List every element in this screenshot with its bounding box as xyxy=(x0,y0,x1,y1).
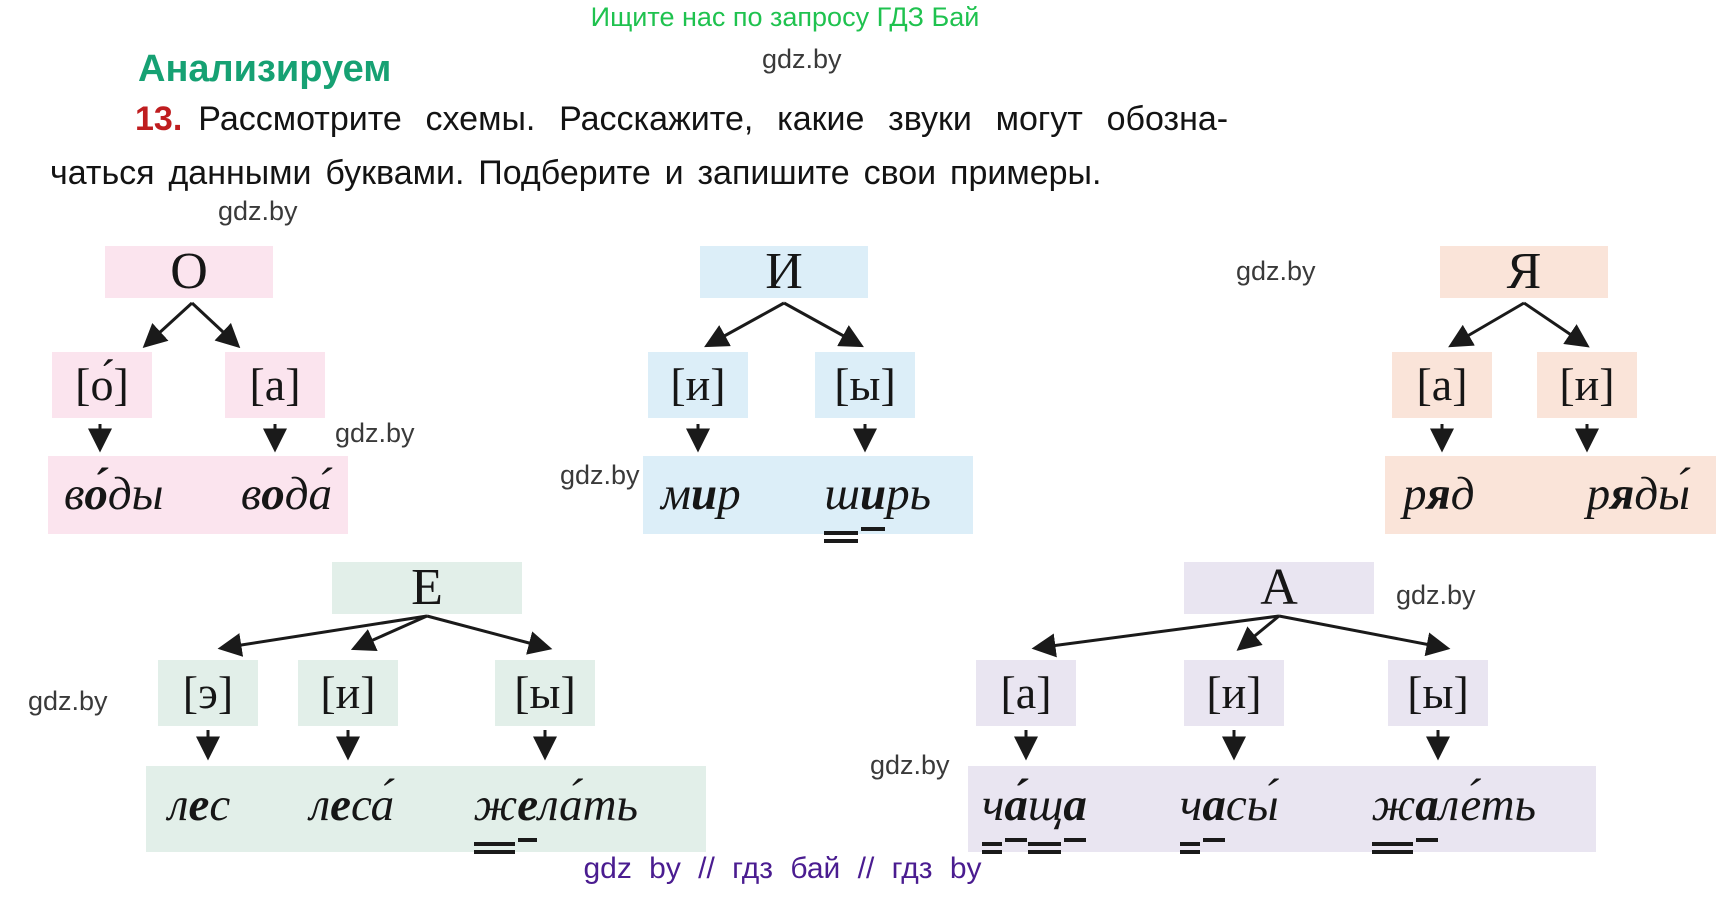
gdzby-watermark-top: gdz.by xyxy=(762,44,842,74)
phoneme-box-i3: [и] xyxy=(298,660,398,726)
gdzby-watermark-voda: gdz.by xyxy=(335,418,415,448)
phoneme-box-eh: [э] xyxy=(158,660,258,726)
word-mir: мир xyxy=(661,468,741,521)
phoneme-box-a3: [а] xyxy=(976,660,1076,726)
words-strip-e: лес леса́ жела́ть xyxy=(146,766,706,855)
phoneme-box-i4: [и] xyxy=(1184,660,1284,726)
gdzby-watermark-chashcha: gdz.by xyxy=(870,750,950,780)
phoneme-box-a: [а] xyxy=(225,352,325,418)
gdzby-watermark-e: gdz.by xyxy=(28,686,108,716)
letter-box-ya: Я xyxy=(1440,246,1608,298)
task-number: 13. xyxy=(135,100,183,138)
word-ryad: ряд xyxy=(1403,468,1475,521)
letter-box-i: И xyxy=(700,246,868,298)
letter-box-e: Е xyxy=(332,562,522,614)
words-strip-a: ча́ща часы́ жале́ть xyxy=(968,766,1596,855)
task-text-line1: 13. Рассмотрите схемы. Расскажите, какие … xyxy=(135,100,1228,139)
words-strip-i: мир ширь xyxy=(643,456,973,544)
word-vody: во́ды xyxy=(64,468,164,521)
words-strip-o: во́ды вода́ xyxy=(48,456,348,534)
section-heading: Анализируем xyxy=(138,48,392,90)
letter-box-a: А xyxy=(1184,562,1374,614)
word-chasy: часы́ xyxy=(1179,779,1279,855)
phoneme-box-i: [и] xyxy=(648,352,748,418)
word-voda: вода́ xyxy=(240,468,332,521)
phoneme-box-y3: [ы] xyxy=(495,660,595,726)
top-banner: Ищите нас по запросу ГДЗ Бай xyxy=(590,2,980,32)
footer-text: gdz by // гдз бай // гдз by xyxy=(583,852,982,885)
phoneme-box-i2: [и] xyxy=(1537,352,1637,418)
word-zhalet: жале́ть xyxy=(1371,779,1536,855)
phoneme-box-o-stressed: [о́] xyxy=(52,352,152,418)
task-text-line2: чаться данными буквами. Подберите и запи… xyxy=(50,154,1102,192)
words-strip-ya: ряд ряды́ xyxy=(1385,456,1716,534)
word-shir: ширь xyxy=(824,468,931,544)
gdzby-watermark-mir: gdz.by xyxy=(560,460,640,490)
word-chashcha: ча́ща xyxy=(982,779,1087,855)
letter-box-o: О xyxy=(105,246,273,298)
task-line1-text: Рассмотрите схемы. Расскажите, какие зву… xyxy=(198,100,1229,138)
phoneme-box-y4: [ы] xyxy=(1388,660,1488,726)
word-les: лес xyxy=(168,779,231,832)
word-zhelat: жела́ть xyxy=(473,779,638,855)
phoneme-box-y: [ы] xyxy=(815,352,915,418)
phoneme-box-a2: [а] xyxy=(1392,352,1492,418)
gdzby-watermark-a: gdz.by xyxy=(1396,580,1476,610)
gdzby-watermark-ya: gdz.by xyxy=(1236,256,1316,286)
word-lesa: леса́ xyxy=(309,779,395,832)
word-ryady: ряды́ xyxy=(1586,468,1690,521)
gdzby-watermark-o: gdz.by xyxy=(218,196,298,226)
